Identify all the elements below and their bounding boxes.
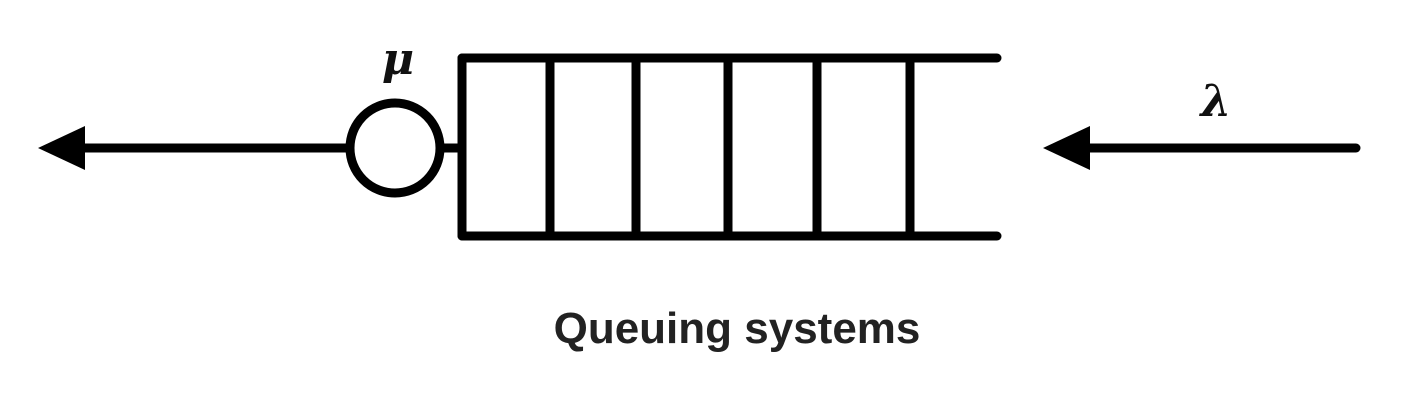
- service-rate-label: μ: [382, 34, 414, 85]
- diagram-caption: Queuing systems: [554, 304, 921, 353]
- arrival-rate-label: λ: [1199, 76, 1232, 127]
- departure-arrow: [38, 126, 355, 170]
- arrival-arrow: [1043, 126, 1361, 170]
- queue-dividers: [545, 58, 915, 236]
- departure-arrowhead: [38, 126, 85, 170]
- arrival-arrowhead: [1043, 126, 1090, 170]
- server-circle: [345, 98, 445, 198]
- queue-buffer: [457, 53, 1002, 241]
